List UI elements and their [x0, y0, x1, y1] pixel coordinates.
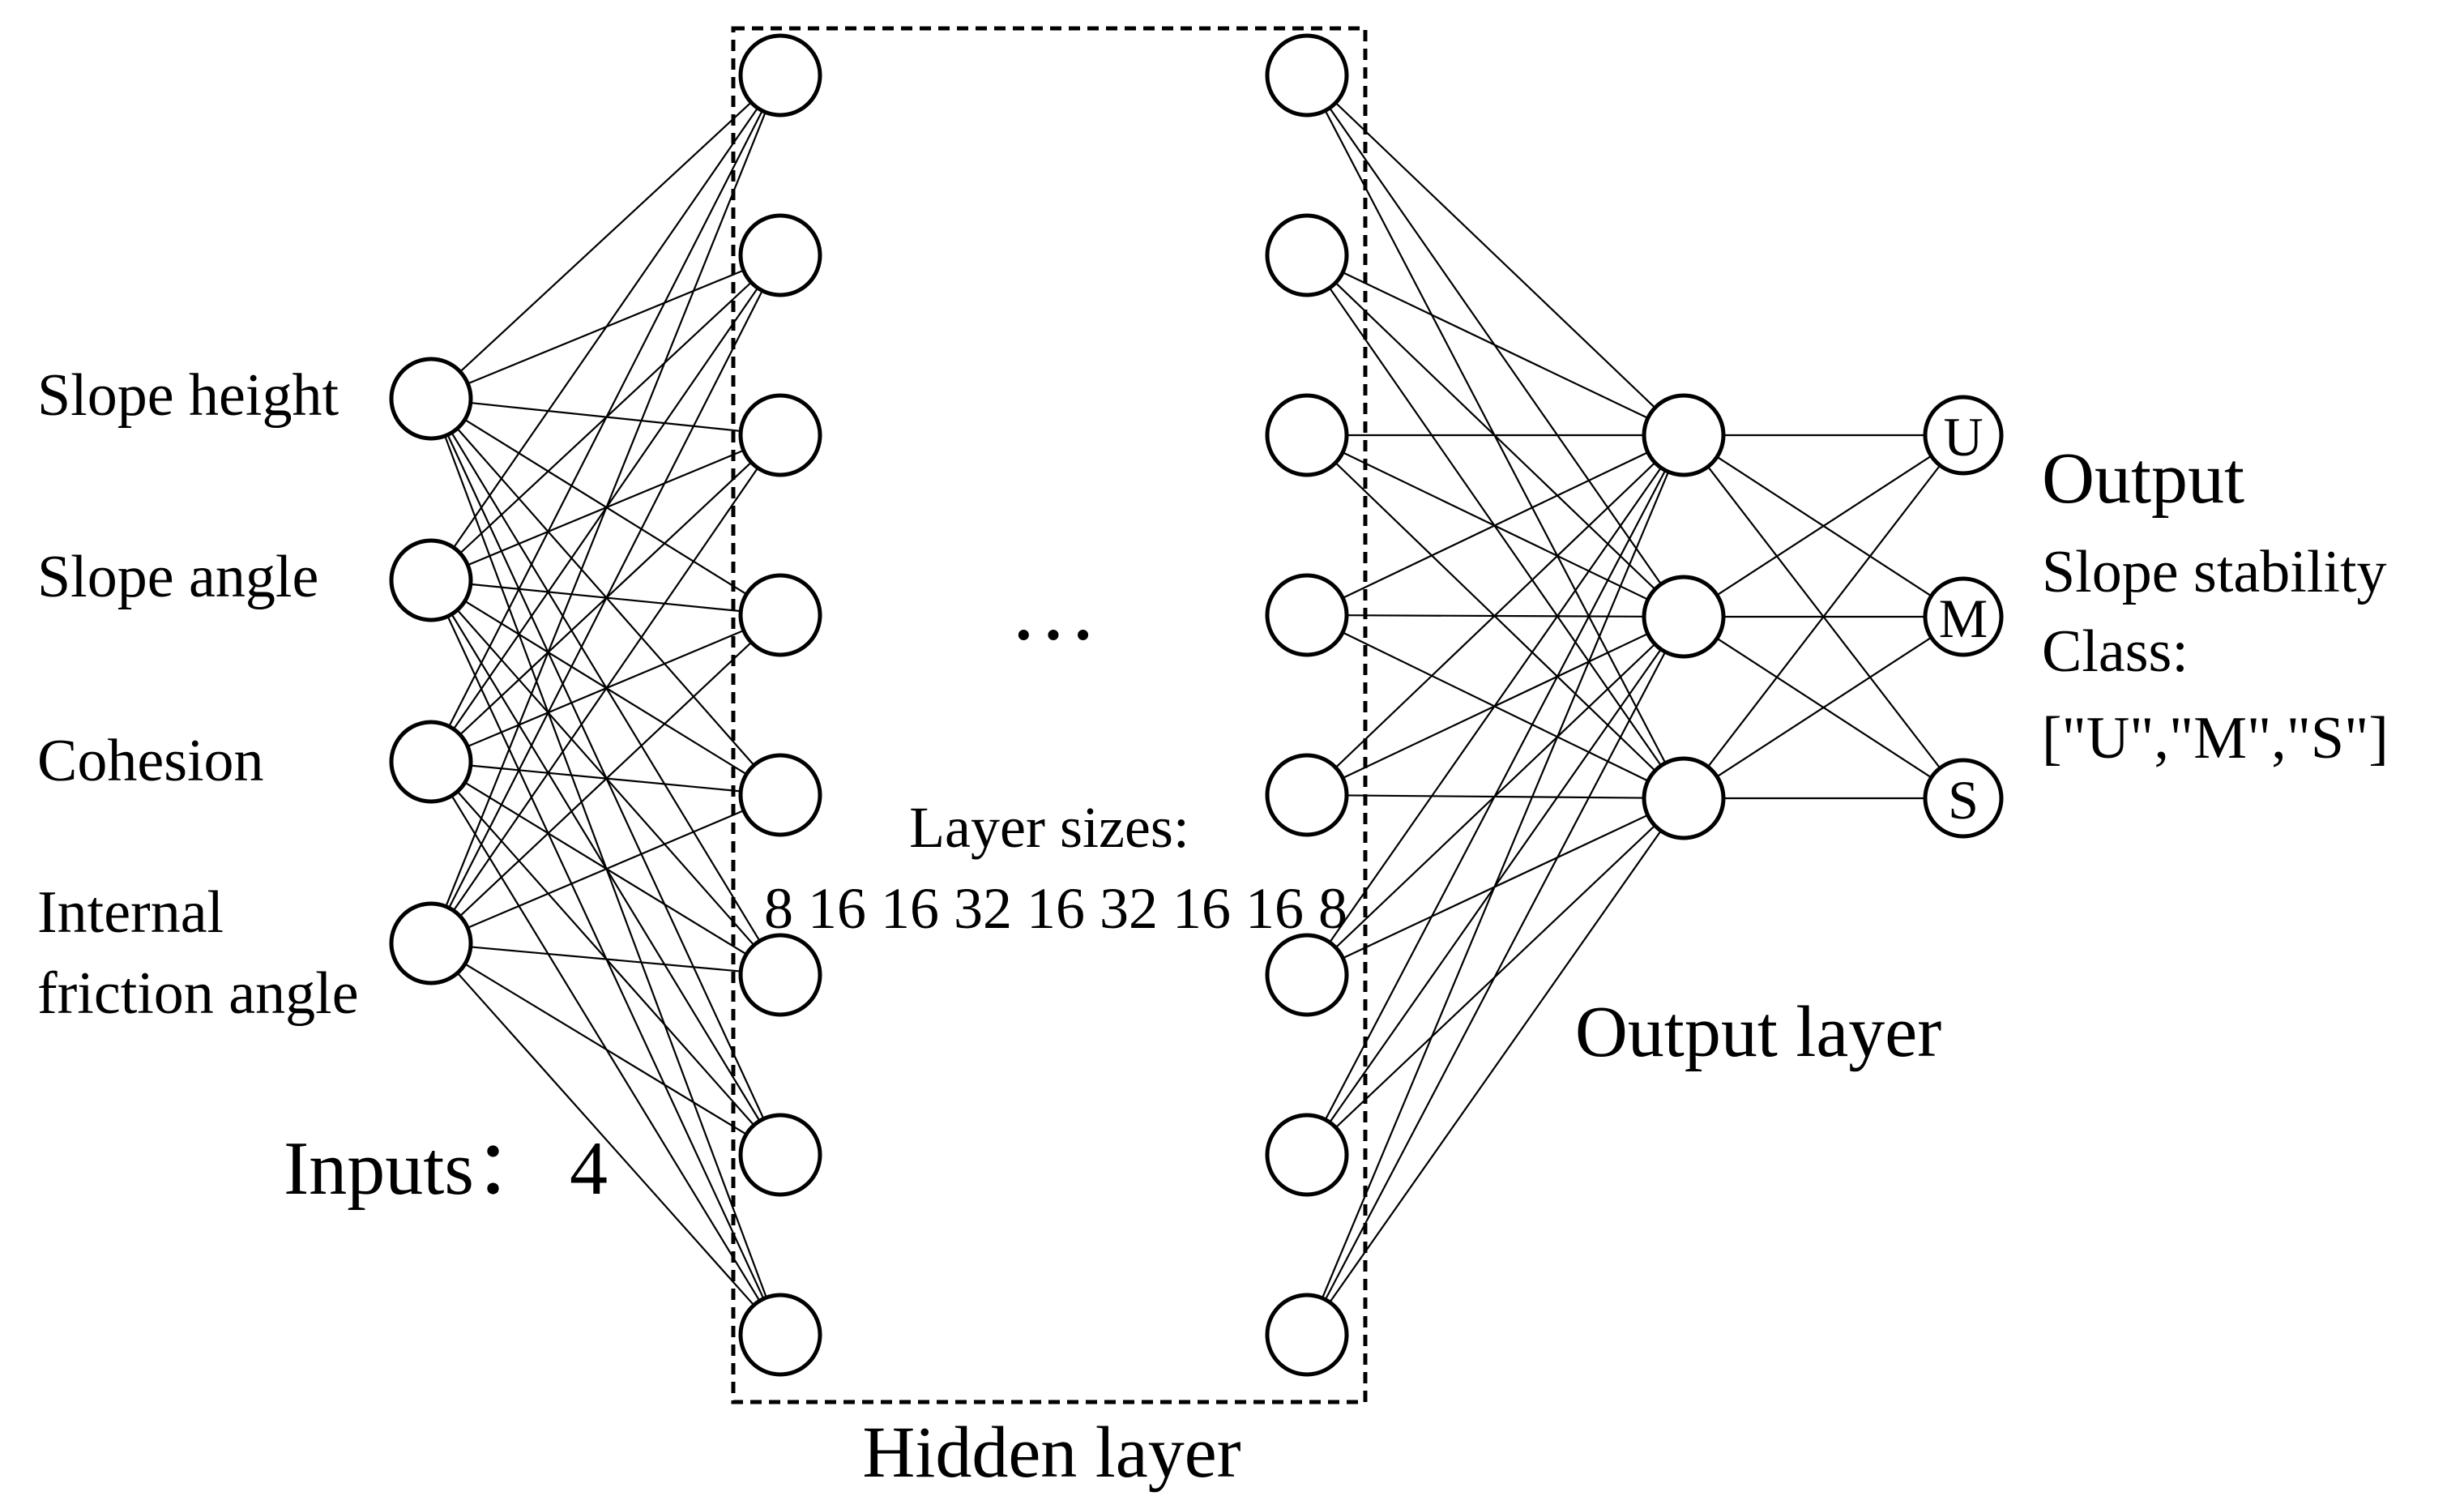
class-label-s: S — [1948, 769, 1979, 831]
hidden-last-node-7 — [1265, 1113, 1349, 1197]
layer-sizes-values: 8 16 16 32 16 32 16 16 8 — [764, 876, 1347, 941]
hidden-ellipsis: ··· — [1009, 585, 1098, 684]
hidden-last-node-1 — [1265, 33, 1349, 118]
layer-sizes-title: Layer sizes: — [909, 795, 1189, 860]
hidden-last-node-6 — [1265, 933, 1349, 1017]
edge-input-hidden — [459, 641, 753, 917]
hidden-first-node-2 — [738, 213, 822, 297]
input-node-3 — [389, 720, 473, 804]
edge-hidden-output — [1329, 467, 1662, 943]
class-node-m — [1923, 576, 2004, 657]
network-nodes: U M S — [389, 33, 2004, 1377]
edge-input-hidden — [459, 101, 752, 373]
hidden-last-node-8 — [1265, 1293, 1349, 1377]
edge-output-class — [1707, 464, 1941, 767]
input-label-cohesion: Cohesion — [37, 728, 264, 794]
edge-hidden-output — [1342, 451, 1649, 599]
edge-hidden-output — [1321, 471, 1670, 1299]
output-description-line2: Class: — [2042, 618, 2189, 685]
hidden-last-node-5 — [1265, 753, 1349, 837]
input-node-2 — [389, 538, 473, 622]
edge-hidden-output — [1324, 651, 1667, 1301]
input-feature-labels: Slope height Slope angle Cohesion Intern… — [37, 362, 359, 1027]
edge-hidden-output — [1324, 469, 1667, 1121]
input-node-4 — [389, 901, 473, 985]
input-label-internal: Internal — [37, 879, 224, 946]
output-layer-node-3 — [1642, 756, 1726, 840]
hidden-first-node-6 — [738, 933, 822, 1017]
hidden-last-node-2 — [1265, 213, 1349, 297]
input-label-slope-height: Slope height — [37, 362, 339, 429]
output-layer-node-1 — [1642, 393, 1726, 477]
output-layer-caption: Output layer — [1575, 992, 1941, 1072]
edge-input-hidden — [448, 110, 763, 727]
hidden-first-node-5 — [738, 753, 822, 837]
hidden-first-node-8 — [738, 1293, 822, 1377]
input-node-1 — [389, 357, 473, 441]
edge-input-hidden — [470, 946, 741, 973]
input-label-slope-angle: Slope angle — [37, 544, 318, 610]
edge-hidden-output — [1342, 271, 1649, 419]
connection-edges — [444, 101, 1941, 1306]
edge-output-class — [1716, 455, 1932, 596]
edge-input-hidden — [464, 963, 747, 1135]
output-description-line3: ["U","M","S"] — [2042, 705, 2389, 772]
edge-input-hidden — [452, 467, 759, 912]
class-label-m: M — [1939, 588, 1988, 649]
edge-output-class — [1716, 636, 1932, 778]
inputs-count-label: Inputs： — [284, 1126, 550, 1211]
hidden-first-node-3 — [738, 393, 822, 477]
class-node-u — [1923, 395, 2004, 476]
hidden-last-node-3 — [1265, 393, 1349, 477]
edge-hidden-output — [1334, 102, 1656, 408]
hidden-last-node-4 — [1265, 573, 1349, 657]
edge-input-hidden — [445, 112, 767, 907]
edge-input-hidden — [467, 810, 745, 929]
output-layer-node-2 — [1642, 575, 1726, 659]
edge-hidden-output — [1329, 830, 1662, 1303]
edge-input-hidden — [456, 972, 755, 1306]
hidden-layer-caption: Hidden layer — [862, 1413, 1241, 1493]
output-description-line1: Slope stability — [2042, 539, 2387, 605]
output-title: Output — [2042, 438, 2244, 519]
hidden-first-node-7 — [738, 1113, 822, 1197]
edge-input-hidden — [452, 107, 759, 549]
edge-input-hidden — [448, 290, 763, 908]
hidden-first-node-4 — [738, 573, 822, 657]
edge-hidden-output — [1334, 462, 1656, 768]
class-node-s — [1923, 758, 2004, 839]
inputs-count-value: 4 — [570, 1126, 608, 1211]
class-label-u: U — [1943, 406, 1983, 468]
hidden-first-node-1 — [738, 33, 822, 118]
input-label-friction-angle: friction angle — [37, 960, 359, 1027]
hidden-layer-box — [731, 26, 1368, 1404]
